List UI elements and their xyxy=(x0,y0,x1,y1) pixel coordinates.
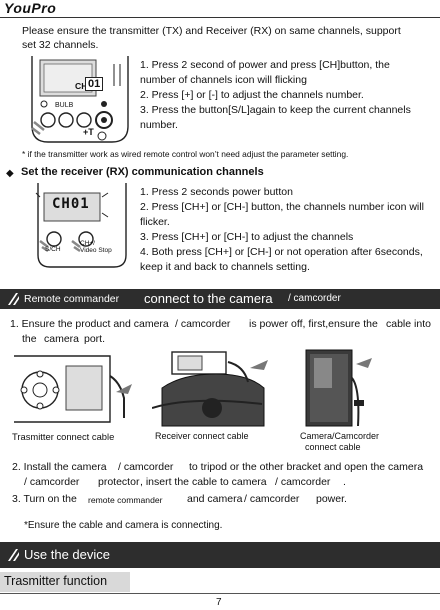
rx-lcd-text: CH01 xyxy=(52,196,90,212)
caption-camera-1: Camera/Camcorder xyxy=(300,431,380,441)
transmitter-function-heading xyxy=(0,572,130,592)
caption-camera-2: connect cable xyxy=(305,442,361,452)
page-number: 7 xyxy=(216,597,222,608)
bar-remote-part3: / camcorder xyxy=(288,293,341,304)
tx-lcd-number: 01 xyxy=(85,77,104,91)
rx-label-right-1: CH+/ xyxy=(80,240,95,247)
step1-d: cable into xyxy=(386,318,431,330)
step2-h: . xyxy=(343,476,346,488)
rx-label-right-2: Video Stop xyxy=(80,247,112,254)
step2-f: , insert the cable to camera xyxy=(140,476,267,488)
rx-step-2a: 2. Press [CH+] or [CH-] button, the chan… xyxy=(140,201,424,213)
tx-step-1b: number of channels icon will flicking xyxy=(140,74,307,86)
step3-e: power. xyxy=(316,493,347,505)
intro-line-2: set 32 channels. xyxy=(22,39,99,51)
rx-step-2b: flicker. xyxy=(140,216,170,228)
cable-note: *Ensure the cable and camera is connecti… xyxy=(24,520,223,531)
step1-c: is power off, first,ensure the xyxy=(249,318,378,330)
camera-cable-image xyxy=(300,348,380,428)
tx-step-1a: 1. Press 2 second of power and press [CH… xyxy=(140,59,390,71)
intro-line-1: Please ensure the transmitter (TX) and R… xyxy=(22,25,401,37)
step2-e: protector xyxy=(98,476,140,488)
rx-step-4b: keep it and back to channels setting. xyxy=(140,261,310,273)
step2-d: / camcorder xyxy=(24,476,80,488)
step1-e: the xyxy=(22,333,37,345)
step2-c: to tripod or the other bracket and open … xyxy=(189,461,424,473)
caption-transmitter: Trasmitter connect cable xyxy=(12,431,115,442)
tx-step-3a: 3. Press the button[S/L]again to keep th… xyxy=(140,104,411,116)
rx-heading: Set the receiver (RX) communication chan… xyxy=(21,166,264,178)
wired-note: * if the transmitter work as wired remot… xyxy=(22,149,349,159)
tx-step-2: 2. Press [+] or [-] to adjust the channe… xyxy=(140,89,364,101)
tx-lcd-ch: CH xyxy=(75,81,88,91)
step2-a: 2. Install the camera xyxy=(12,461,107,473)
step3-a: 3. Turn on the xyxy=(12,493,77,505)
slash-icon xyxy=(8,293,19,305)
tx-label-plus: +T xyxy=(83,127,94,137)
step1-b: / camcorder xyxy=(175,318,231,330)
receiver-illustration xyxy=(34,183,130,269)
step1-f: camera xyxy=(44,333,80,345)
caption-receiver: Receiver connect cable xyxy=(155,431,249,441)
step3-c: and camera xyxy=(187,493,243,505)
brand-logo: YouPro xyxy=(4,0,57,16)
rx-heading-bullet: ◆ xyxy=(6,168,14,179)
transmitter-function-rule xyxy=(0,593,440,594)
bar-use-label: Use the device xyxy=(24,547,110,562)
step3-b: remote commander xyxy=(88,495,163,505)
tx-label-bulb: BULB xyxy=(55,102,74,109)
transmitter-illustration xyxy=(28,56,132,144)
rx-step-3: 3. Press [CH+] or [CH-] to adjust the ch… xyxy=(140,231,354,243)
tx-step-3b: number. xyxy=(140,119,178,131)
rx-step-1: 1. Press 2 seconds power button xyxy=(140,186,293,198)
rx-step-4a: 4. Both press [CH+] or [CH-] or not oper… xyxy=(140,246,423,258)
transmitter-function-label: Trasmitter function xyxy=(4,574,108,588)
slash-icon xyxy=(8,549,19,561)
step2-b: / camcorder xyxy=(118,461,174,473)
bar-remote-part1: Remote commander xyxy=(24,293,120,305)
receiver-cable-image xyxy=(151,348,282,428)
section-bar-use: Use the device xyxy=(0,542,440,568)
step1-a: 1. Ensure the product and camera xyxy=(10,318,169,330)
step2-g: / camcorder xyxy=(275,476,331,488)
step1-g: port. xyxy=(84,333,106,345)
section-bar-remote: Remote commander connect to the camera /… xyxy=(0,289,440,309)
transmitter-cable-image xyxy=(12,352,134,426)
rx-label-left: S/CH xyxy=(45,246,61,253)
header-rule xyxy=(0,17,440,18)
step3-d: / camcorder xyxy=(244,493,300,505)
bar-remote-part2: connect to the camera xyxy=(144,291,273,306)
